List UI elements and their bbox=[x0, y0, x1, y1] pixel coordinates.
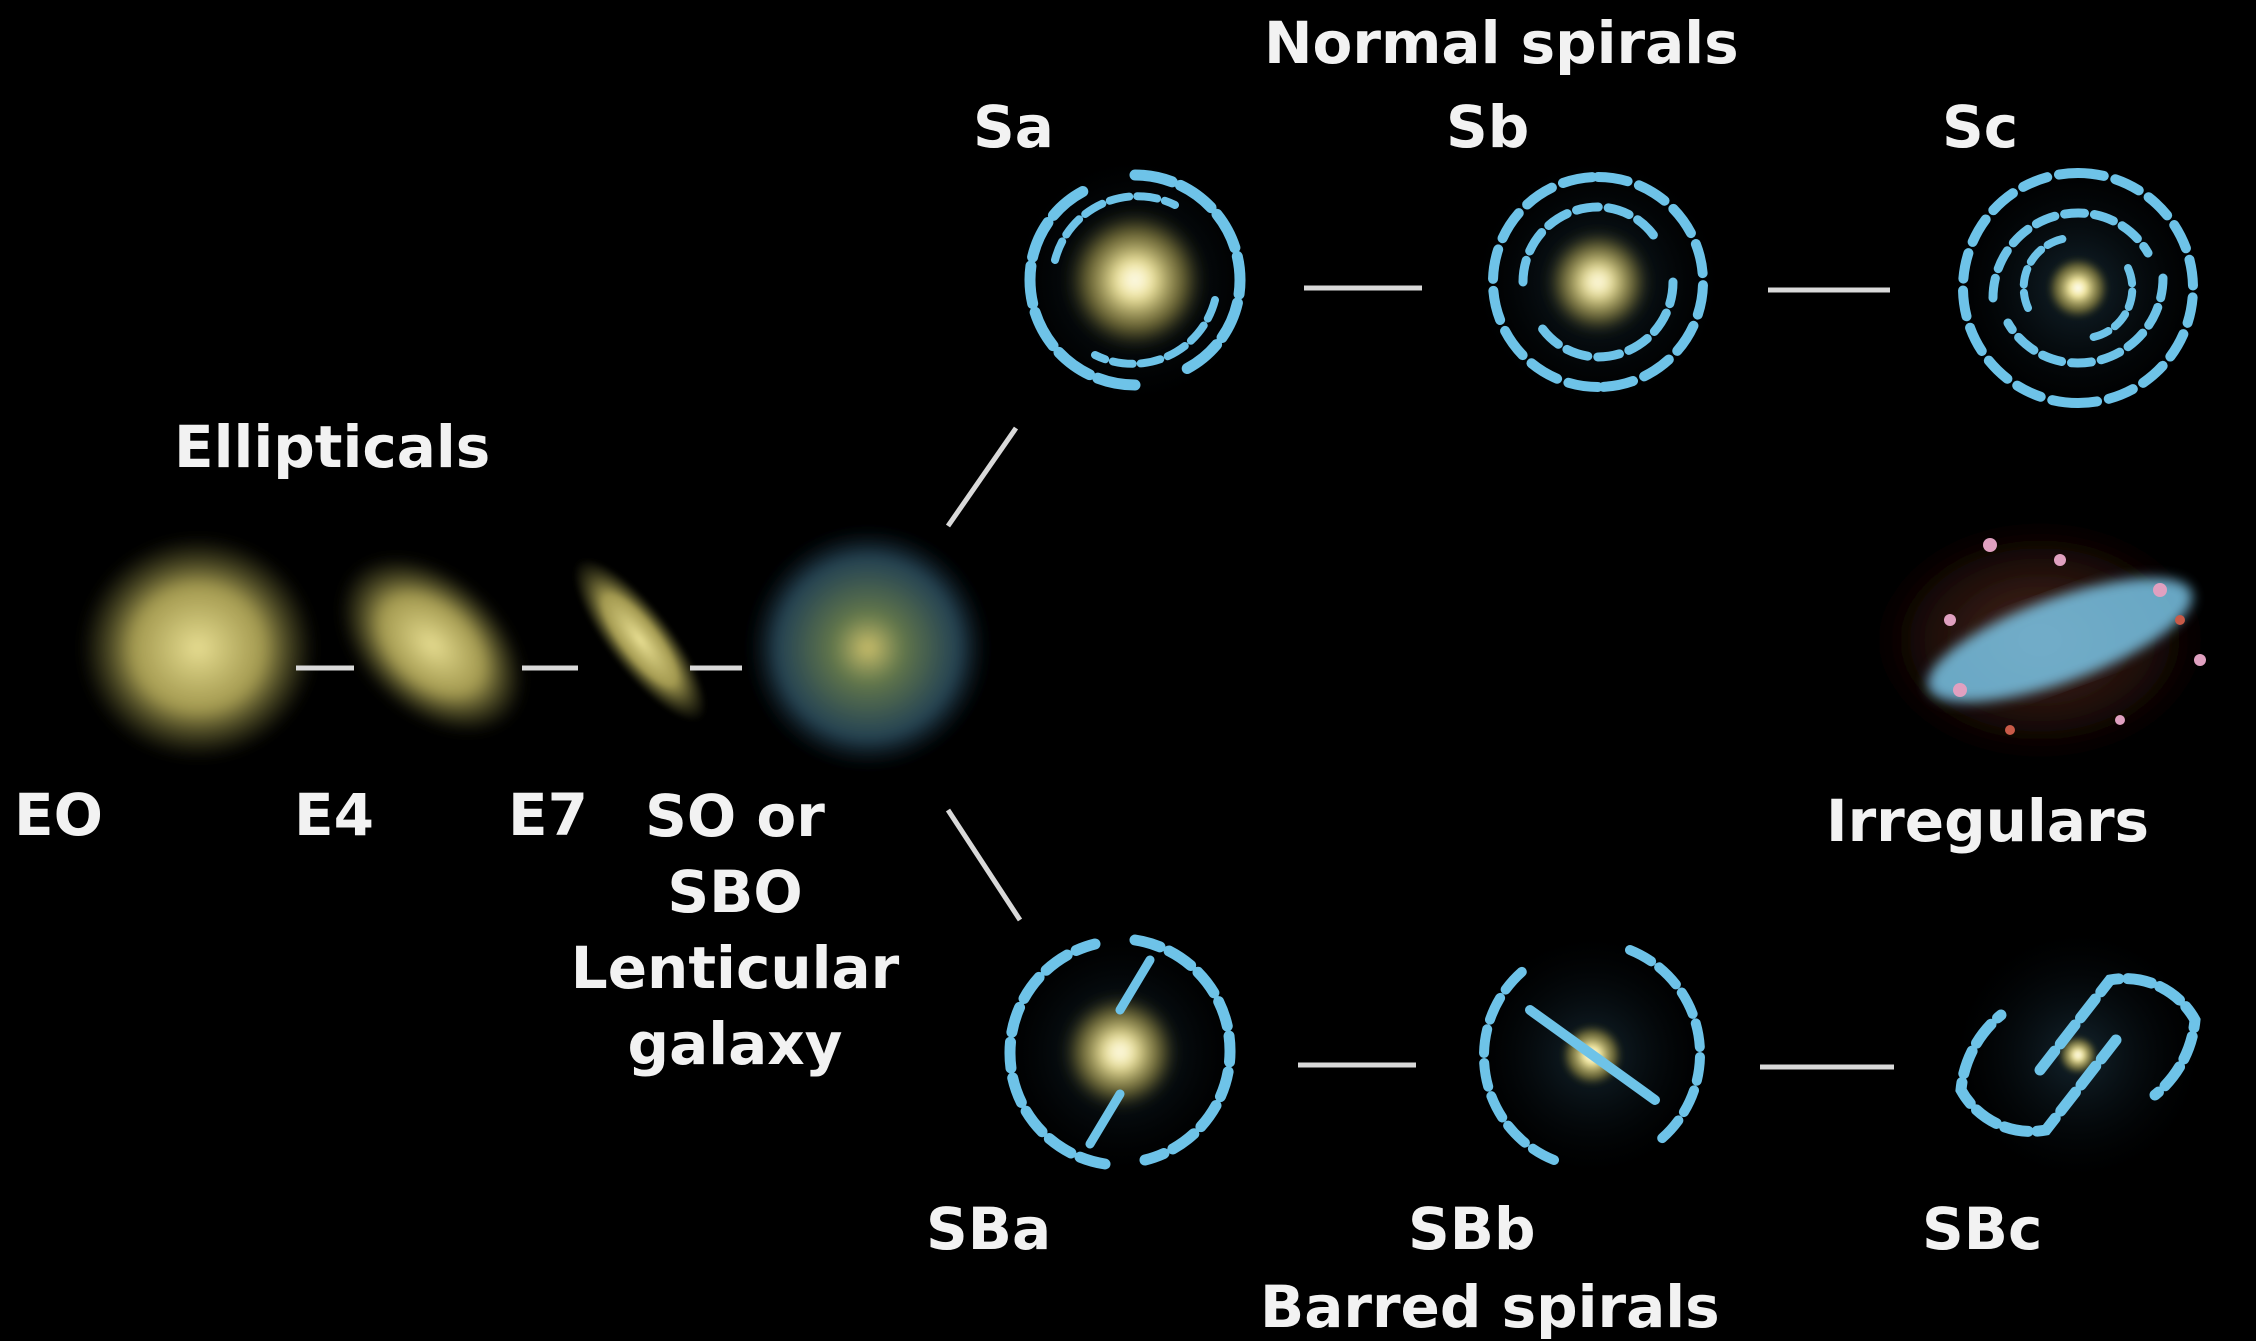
label-lenticular: SO or SBO Lenticular galaxy bbox=[560, 778, 910, 1082]
galaxy-sa bbox=[1015, 160, 1255, 400]
connector-s0-sa bbox=[945, 426, 1019, 528]
label-lenticular-line2: SBO bbox=[667, 858, 803, 926]
galaxy-sbb bbox=[1474, 937, 1710, 1173]
label-sbc: SBc bbox=[1922, 1195, 2043, 1263]
galaxy-lenticular bbox=[748, 528, 988, 768]
label-sa: Sa bbox=[973, 93, 1054, 161]
normal-spirals-heading: Normal spirals bbox=[1264, 9, 1739, 77]
ellipticals-heading: Ellipticals bbox=[174, 413, 491, 481]
galaxy-sbc bbox=[1955, 933, 2201, 1177]
label-e7: E7 bbox=[508, 781, 588, 849]
barred-spirals-heading: Barred spirals bbox=[1260, 1273, 1720, 1341]
label-sc: Sc bbox=[1942, 93, 2019, 161]
label-sbb: SBb bbox=[1408, 1195, 1536, 1263]
label-e0: EO bbox=[14, 781, 103, 849]
label-lenticular-line4: galaxy bbox=[627, 1010, 843, 1078]
connector-lines bbox=[296, 285, 1894, 1070]
galaxy-sc bbox=[1950, 160, 2206, 416]
galaxy-e7 bbox=[573, 558, 707, 722]
galaxy-e4 bbox=[339, 555, 525, 735]
galaxy-irregular bbox=[1870, 520, 2210, 760]
label-sba: SBa bbox=[926, 1195, 1052, 1263]
irregulars-heading: Irregulars bbox=[1826, 787, 2150, 855]
connector-s0-sba bbox=[945, 808, 1023, 922]
label-lenticular-line1: SO or bbox=[645, 782, 825, 850]
label-e4: E4 bbox=[294, 781, 374, 849]
label-sb: Sb bbox=[1446, 93, 1530, 161]
galaxy-sba bbox=[1002, 934, 1238, 1170]
label-lenticular-line3: Lenticular bbox=[570, 934, 900, 1002]
galaxy-e0 bbox=[80, 536, 316, 760]
galaxy-sb bbox=[1476, 160, 1720, 404]
